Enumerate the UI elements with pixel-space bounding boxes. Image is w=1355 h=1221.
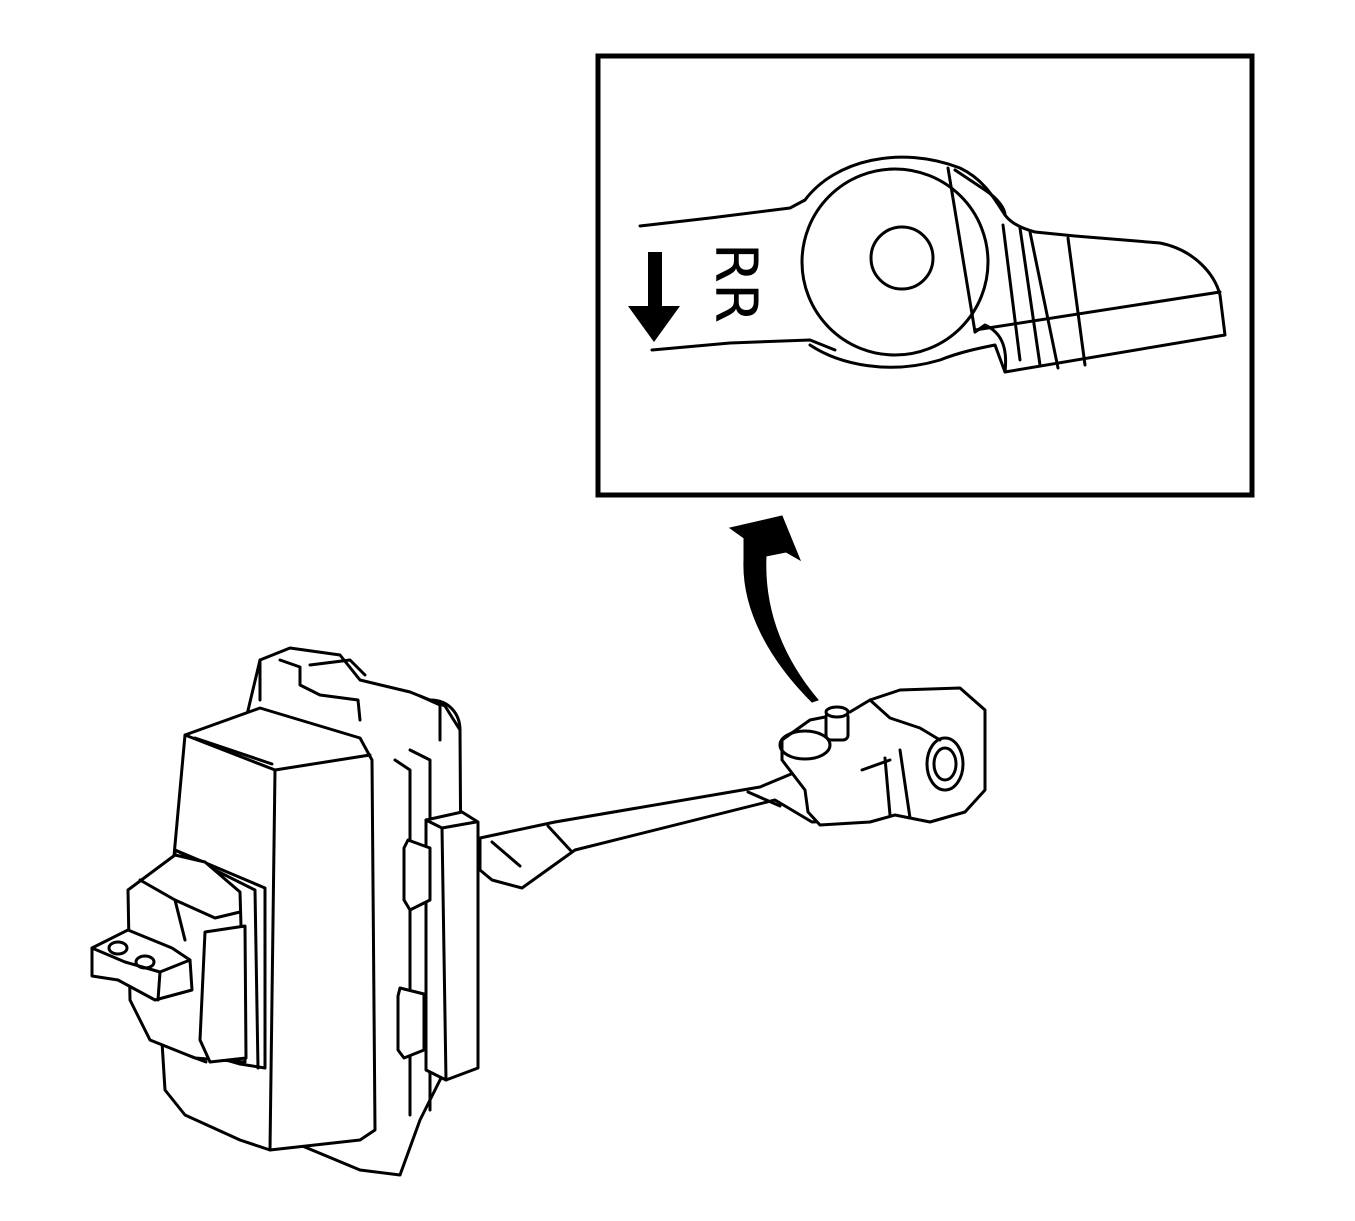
pivot-collar <box>800 167 990 357</box>
mounting-eyelet-icon <box>925 736 965 792</box>
link-end-bracket <box>778 686 987 827</box>
tab-hole-icon <box>134 954 156 970</box>
detail-link-arm <box>638 155 1227 374</box>
rr-marking: RR <box>702 243 770 324</box>
mounting-tab <box>90 928 194 1002</box>
detail-inset: RR <box>595 53 1255 498</box>
down-arrow-icon <box>628 252 680 342</box>
pivot-pin-icon <box>869 225 935 291</box>
door-check-assembly <box>90 646 987 1177</box>
link-arm <box>478 760 864 890</box>
detail-frame <box>595 53 1255 498</box>
tab-hole-icon <box>107 940 129 956</box>
curved-arrow-icon <box>728 515 819 703</box>
side-clip-rail <box>396 810 480 1082</box>
